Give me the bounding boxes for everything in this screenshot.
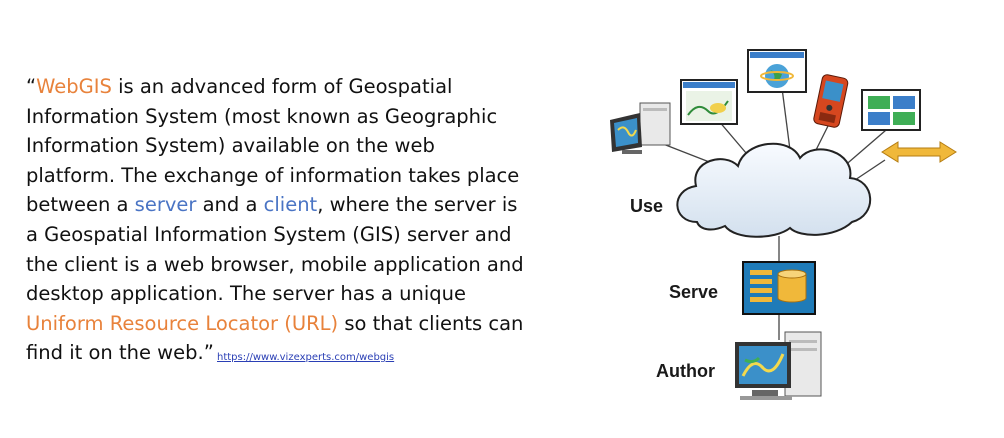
desktop-computer-icon [610,102,671,154]
double-arrow-icon [881,141,957,163]
label-use: Use [630,196,663,216]
term-client: client [263,193,318,217]
term-url: Uniform Resource Locator (URL) [26,311,339,335]
source-link[interactable]: https://www.vizexperts.com/webgis [217,352,395,363]
webgis-quote: “WebGIS is an advanced form of Geospatia… [26,72,526,368]
quote-text-1: is an advanced form of Geospatial Inform… [26,75,520,217]
web-map-window-icon [680,79,738,125]
quote-text-3: , where the server is a Geospatial Infor… [26,193,524,306]
label-serve: Serve [669,282,718,302]
quote-text-2: and a [196,193,264,217]
globe-window-icon [747,49,807,93]
quote-open-mark: “ [26,75,37,98]
gis-server-icon [742,261,816,315]
term-webgis: WebGIS [36,75,112,98]
cloud-icon [676,142,872,238]
term-server: server [134,193,197,217]
quote-text-4: so that clients can find it on the web.” [26,311,524,365]
authoring-workstation-icon [735,331,822,400]
label-author: Author [656,361,715,381]
grid-app-window-icon [861,89,921,131]
mobile-device-icon [813,74,849,128]
